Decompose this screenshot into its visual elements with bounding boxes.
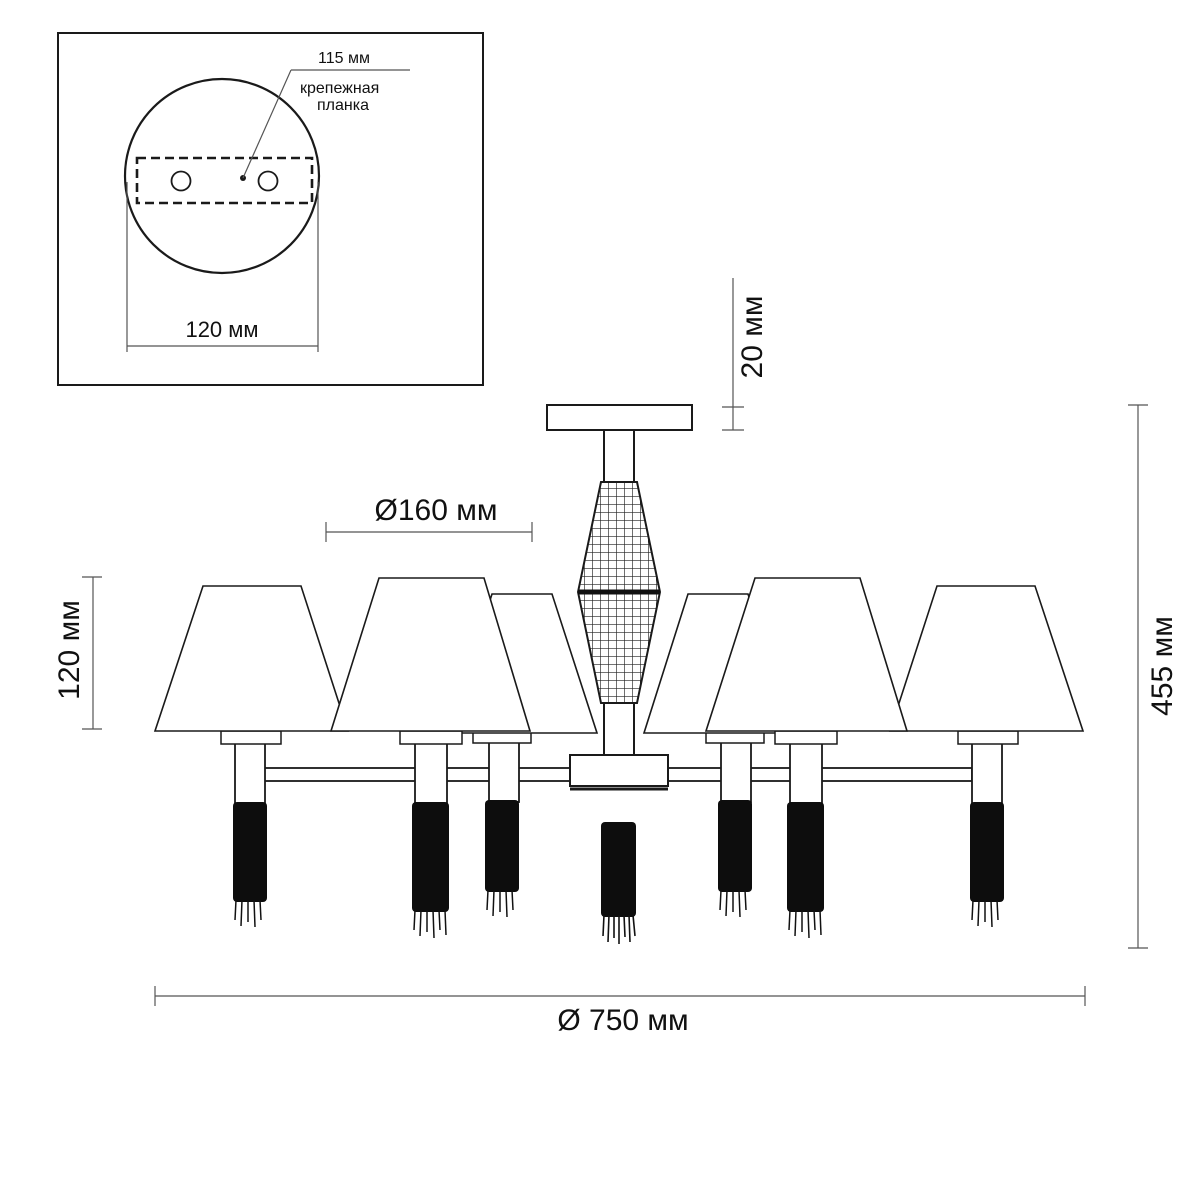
mounting-plate xyxy=(135,156,314,205)
lamp-shade xyxy=(888,585,1085,732)
screw-hole-left xyxy=(170,170,192,192)
center-fringe-tassel xyxy=(602,914,636,944)
total-diameter-label: Ø 750 мм xyxy=(557,1004,688,1037)
screw-hole-right xyxy=(257,170,279,192)
plate-caption-line2: планка xyxy=(317,97,369,114)
lamp-front-left xyxy=(329,577,532,939)
lamp-shade xyxy=(153,585,350,732)
canopy-circle xyxy=(123,77,321,275)
center-fringe xyxy=(601,822,636,917)
lamp-shade xyxy=(329,577,532,732)
plate-leader-line xyxy=(242,69,292,179)
total-height-label: 455 мм xyxy=(1146,616,1179,716)
shade-height-label: 120 мм xyxy=(53,600,86,700)
plate-caption-line1: крепежная xyxy=(300,80,379,97)
lamp-front-right xyxy=(704,577,909,939)
dimensions: 20 мм Ø160 мм 120 мм 455 мм Ø 750 мм xyxy=(53,278,1179,1037)
lamp-outer-left xyxy=(153,585,350,928)
mounting-inset: 115 мм крепежная планка 120 мм xyxy=(57,32,484,386)
canopy-height-label: 20 мм xyxy=(736,296,769,379)
inset-frame xyxy=(57,32,484,386)
lamp-shade xyxy=(704,577,909,732)
arm-hub xyxy=(569,754,669,787)
shade-diameter-label: Ø160 мм xyxy=(375,494,498,527)
lamp-outer-right xyxy=(888,585,1085,928)
mount-width-label: 120 мм xyxy=(185,317,258,342)
plate-width-label: 115 мм xyxy=(318,50,370,67)
chandelier xyxy=(153,404,1085,944)
ceiling-canopy xyxy=(546,404,693,431)
